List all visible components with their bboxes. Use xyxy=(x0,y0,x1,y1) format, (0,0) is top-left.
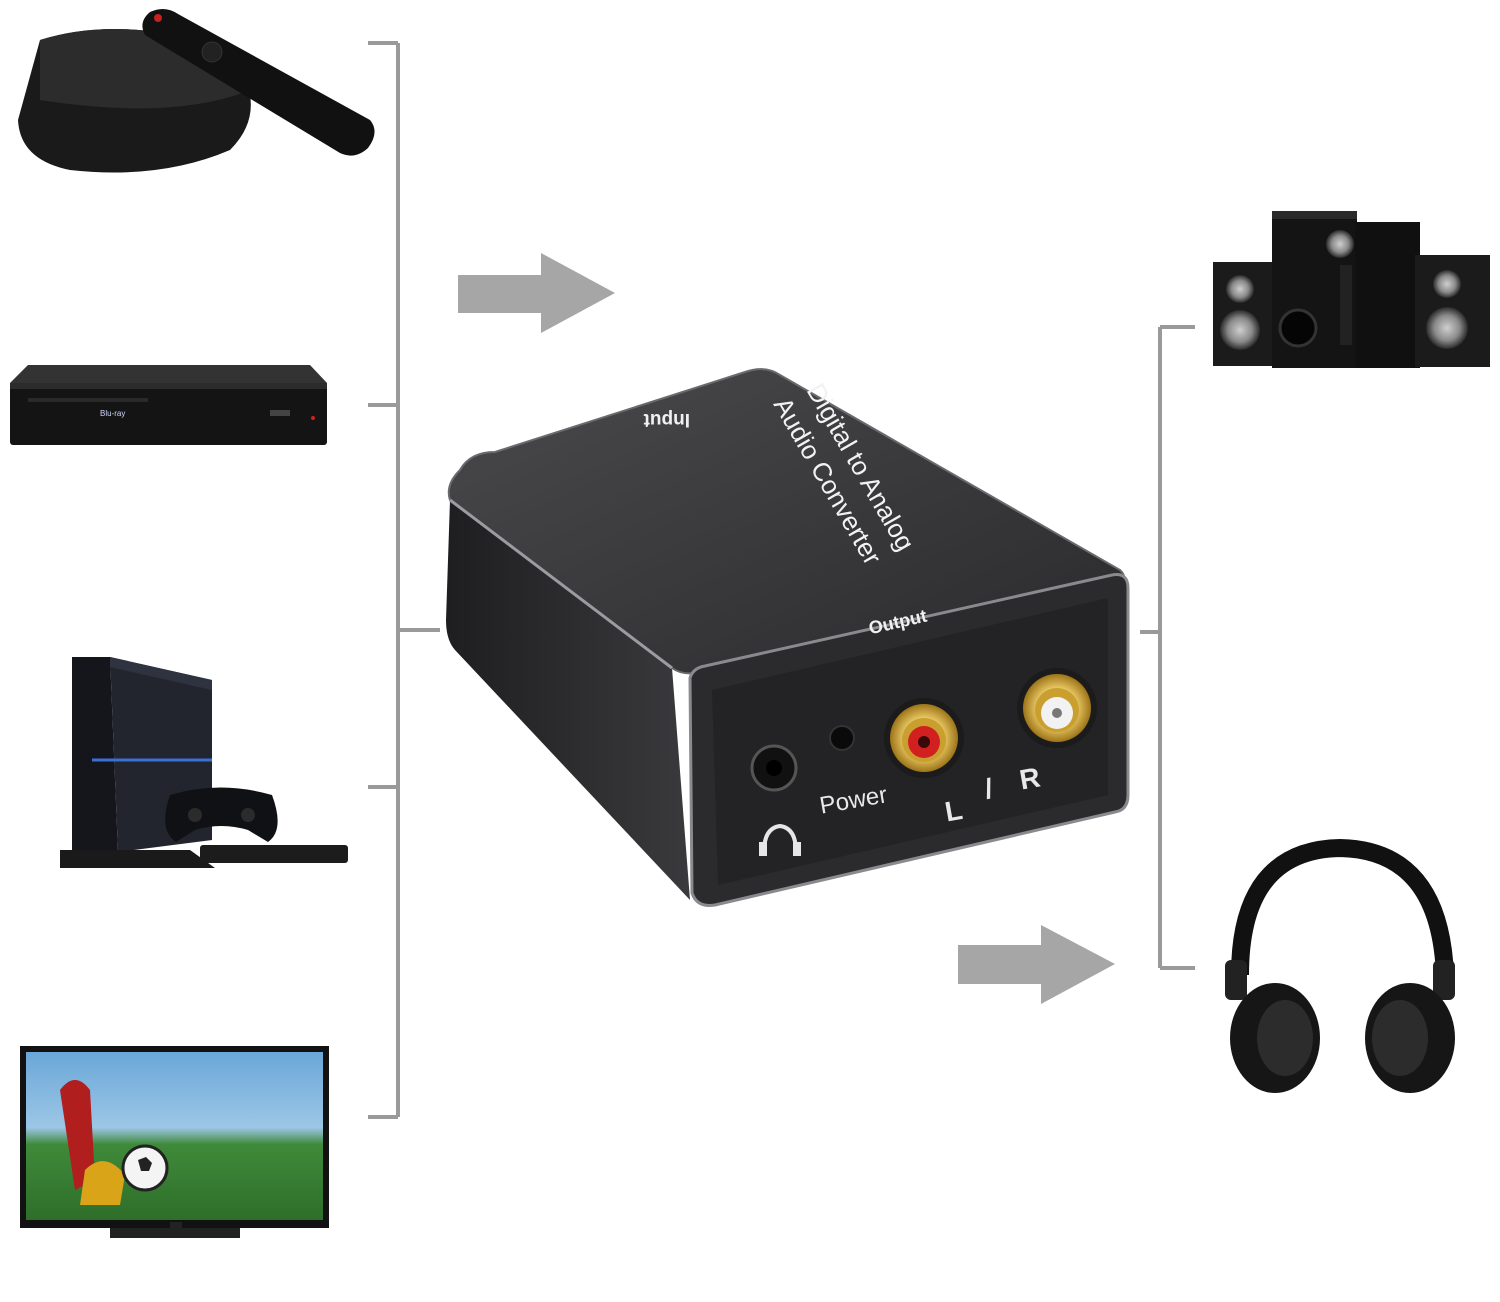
input-label: Input xyxy=(643,409,690,430)
speaker-system-icon xyxy=(1213,211,1490,368)
power-led xyxy=(829,725,855,751)
headphone-jack-icon xyxy=(762,823,798,853)
rca-left-red xyxy=(884,698,964,778)
rca-right-white xyxy=(1017,668,1097,748)
output-bracket xyxy=(1140,325,1195,970)
dac-converter-device: Power L / R Output Digital to Analog Aud… xyxy=(446,368,1130,907)
svg-text:Blu-ray: Blu-ray xyxy=(100,409,125,418)
game-console-icon xyxy=(60,657,348,868)
television-icon xyxy=(20,1046,329,1238)
rca-left-label: L xyxy=(943,794,965,828)
blu-ray-player-icon: Blu-ray xyxy=(10,365,327,445)
input-bracket xyxy=(368,41,440,1119)
input-arrow xyxy=(458,253,615,333)
tv-box-icon xyxy=(18,8,375,173)
headphones-icon xyxy=(1225,838,1455,1093)
output-arrow xyxy=(958,925,1115,1004)
